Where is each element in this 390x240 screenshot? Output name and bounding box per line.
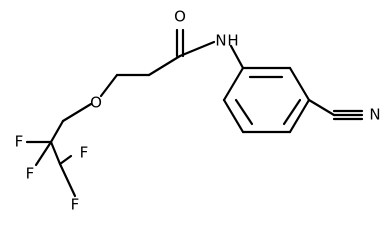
ring-bond-3: [288, 98, 311, 134]
bond-ring-to-nitrile-c: [307, 98, 336, 117]
atom-label-oxygen-carbonyl: O: [174, 8, 186, 26]
ring-bond-3-inner: [282, 98, 302, 126]
ring-bond-5-inner: [234, 98, 254, 126]
atom-label-nitrogen-amide: N: [215, 32, 226, 50]
atom-label-fluorine-3: F: [80, 144, 89, 162]
structure-canvas: O N H O N F F F F: [14, 7, 381, 214]
bond-ch2-to-o: [99, 73, 119, 98]
bond-chf2-f-down: [58, 162, 77, 198]
atom-label-fluorine-2: F: [26, 165, 35, 183]
bond-o-to-ch2: [61, 102, 93, 123]
atom-label-fluorine-4: F: [71, 196, 80, 214]
atom-label-oxygen-ether: O: [90, 94, 102, 112]
atom-label-fluorine-1: F: [15, 133, 24, 151]
bond-cf2-to-chf2: [49, 140, 62, 166]
bond-ch2-to-cf2: [49, 119, 65, 144]
bond-carbonyl-to-ch2: [147, 54, 182, 77]
bond-n-to-aryl: [229, 44, 245, 70]
chemical-structure: O N H O N F F F F: [15, 8, 381, 214]
ring-bond-6: [222, 66, 245, 102]
bond-cf2-f-down: [34, 140, 53, 167]
bond-carbonyl-to-n: [178, 40, 216, 58]
atom-label-hydrogen-amide: H: [227, 32, 238, 50]
bond-chf2-f-right: [58, 154, 73, 166]
ring-bond-5: [222, 98, 245, 134]
atom-label-nitrile-nitrogen: N: [369, 106, 380, 124]
ring-bond-2: [288, 66, 311, 102]
